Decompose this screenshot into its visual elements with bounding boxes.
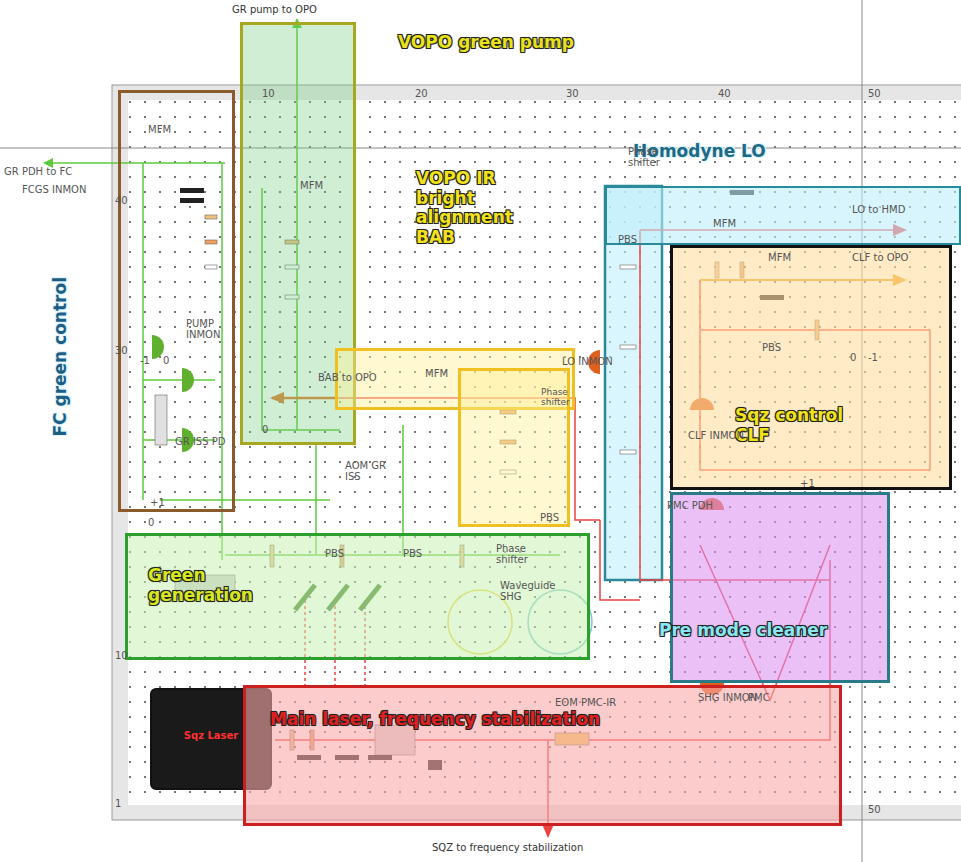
component-label: FCGS INMON xyxy=(22,184,86,195)
component-label: GR ISS PD xyxy=(175,436,225,447)
component-label: PBS xyxy=(762,342,781,353)
region-heading: Phase shifter xyxy=(541,387,571,408)
region-heading: VOPO IR bright alignment BAB xyxy=(416,169,516,247)
region-box: FC green control xyxy=(118,90,235,512)
region-box: Pre mode cleaner xyxy=(670,492,890,683)
region-heading: Sqz control CLF xyxy=(735,406,875,445)
component-label: PUMP INMON xyxy=(186,318,226,340)
component-label: GR PDH to FC xyxy=(4,166,72,177)
grid-number: 30 xyxy=(115,345,128,356)
component-label: -1 xyxy=(140,355,150,366)
component-label: MFM xyxy=(300,180,323,191)
component-label: +1 xyxy=(800,478,815,489)
grid-number: 50 xyxy=(868,804,881,815)
region-heading: Pre mode cleaner xyxy=(659,621,899,641)
component-label: PBS xyxy=(540,512,559,523)
component-label: BAB to OPO xyxy=(318,372,377,383)
region-heading: Green generation xyxy=(148,566,298,605)
grid-number: 20 xyxy=(415,88,428,99)
component-label: -1 xyxy=(868,352,878,363)
component-label: Waveguide SHG xyxy=(500,580,558,602)
component-label: MFM xyxy=(713,218,736,229)
region-heading: FC green control xyxy=(51,257,71,457)
component-label: PMC xyxy=(748,692,770,703)
component-label: +1 xyxy=(150,497,165,508)
region-box: Homodyne LO xyxy=(605,186,961,245)
region-box: Sqz control CLF xyxy=(670,245,952,490)
component-label: 0 xyxy=(850,352,856,363)
component-label: Phase shifter xyxy=(496,543,532,565)
component-label: EOM PMC-IR xyxy=(555,697,616,708)
region-heading: Homodyne LO xyxy=(633,142,853,162)
component-label: LO to HMD xyxy=(852,204,905,215)
region-heading: Main laser, frequency stabilization xyxy=(270,710,770,730)
component-label: MFM xyxy=(148,124,171,135)
region-heading: VOPO green pump xyxy=(398,33,648,53)
component-label: SQZ to frequency stabilization xyxy=(432,842,583,853)
component-label: PBS xyxy=(403,548,422,559)
grid-number: 50 xyxy=(868,88,881,99)
grid-number: 30 xyxy=(566,88,579,99)
grid-number: 40 xyxy=(115,195,128,206)
component-label: PMC PDH xyxy=(667,500,713,511)
region-box: Main laser, frequency stabilization xyxy=(243,685,842,826)
component-label: CLF INMON xyxy=(688,430,744,441)
component-label: PBS xyxy=(618,234,637,245)
grid-number: 1 xyxy=(115,798,121,809)
component-label: 0 xyxy=(148,517,154,528)
component-label: GR pump to OPO xyxy=(232,4,317,15)
component-label: LO INMON xyxy=(562,356,613,367)
component-label: 0 xyxy=(262,424,268,435)
grid-number: 40 xyxy=(718,88,731,99)
component-label: CLF to OPO xyxy=(852,252,908,263)
component-label: MFM xyxy=(768,252,791,263)
component-label: PBS xyxy=(325,548,344,559)
grid-number: 10 xyxy=(262,88,275,99)
region-box: Phase shifter xyxy=(458,368,570,527)
component-label: AOM GR ISS xyxy=(345,460,393,482)
component-label: Phase shifter xyxy=(628,146,664,168)
grid-number: 10 xyxy=(115,650,128,661)
component-label: 0 xyxy=(163,355,169,366)
component-label: MFM xyxy=(425,368,448,379)
